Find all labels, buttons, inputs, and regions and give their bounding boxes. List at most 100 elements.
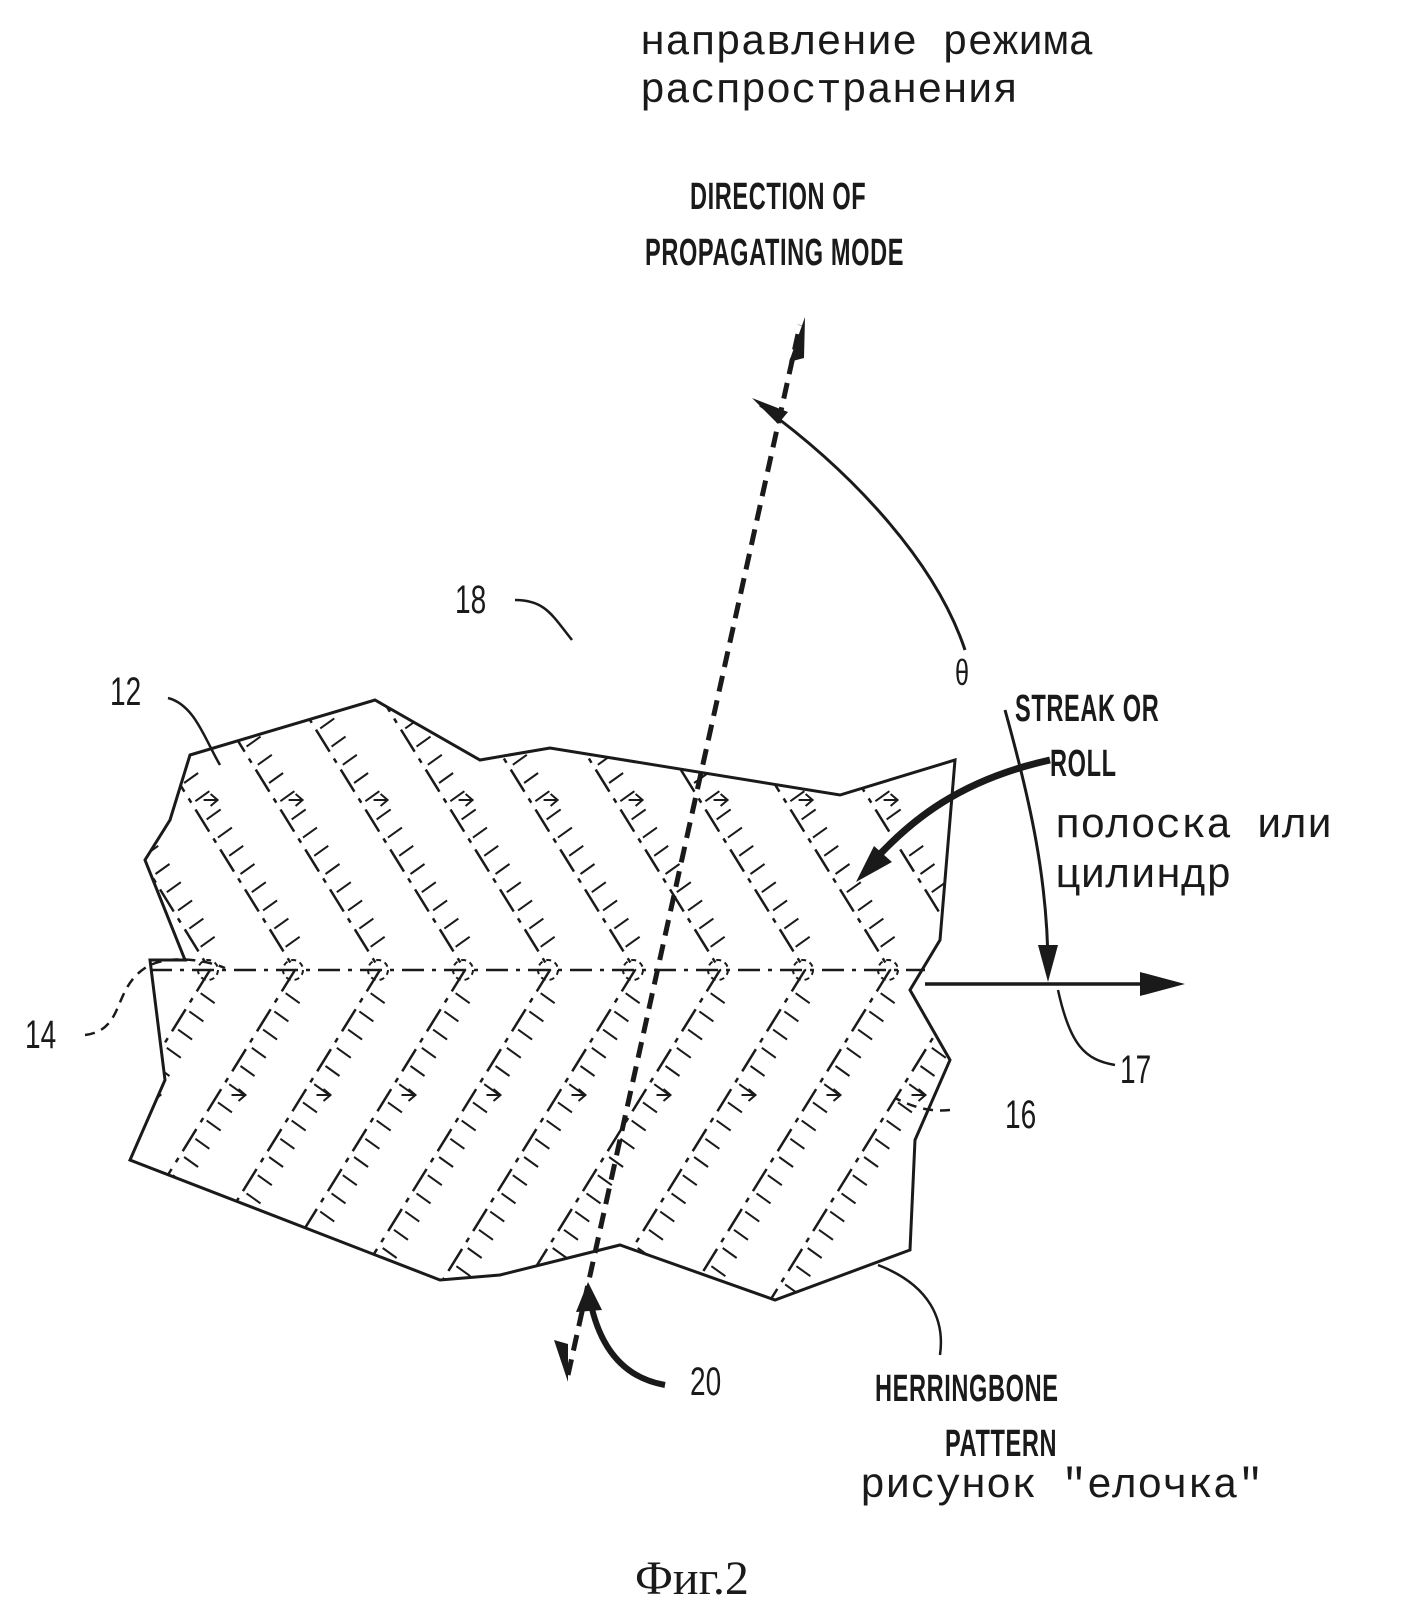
streak-tick [110,1139,124,1149]
streak-tick [0,737,6,747]
streak-tick [727,1101,743,1114]
streak-tick [189,1283,205,1296]
streak-tick [31,664,45,674]
streak-tick [88,755,102,765]
streak-tick [251,1046,267,1059]
streak-tick [291,1119,307,1132]
streak-tick [377,536,391,546]
streak-tick [494,863,511,875]
streak-tick [409,863,426,875]
streak-tick [383,682,397,692]
streak-tick [411,591,425,601]
streak-tick [185,1430,199,1440]
streak-tick [349,1303,363,1313]
streak-tick [444,1283,460,1296]
chevron-line [396,700,722,1300]
streak-tick [174,482,188,492]
streak-tick [297,1247,313,1259]
streak-tick [285,935,301,948]
streak-tick [468,682,482,692]
streak-tick [676,881,692,894]
streak-tick [200,1265,216,1278]
leader-14 [84,958,226,1037]
figure-caption: Фиг.2 [635,1552,749,1605]
streak-tick [778,1156,794,1168]
streak-tick [273,917,289,930]
streak-tick [528,1010,544,1023]
streak-tick [389,555,403,565]
flow-arrow-icon [798,793,815,807]
streak-tick [540,935,556,948]
streak-tick [523,1156,539,1168]
streak-tick [666,591,680,601]
chevron-line [311,700,637,1300]
streak-tick [143,1083,159,1096]
streak-tick [156,1339,170,1349]
streak-tick [270,500,284,510]
streak-tick [207,536,221,546]
streak-tick [534,790,550,803]
flow-arrow-icon [571,1088,588,1102]
streak-tick [687,1028,703,1041]
streak-tick [336,1046,352,1059]
streak-tick [546,808,562,821]
streak-tick [37,536,51,546]
leader-streak [867,756,1051,868]
streak-tick [355,1430,369,1440]
streak-tick [733,1228,749,1241]
flow-arrow-icon [316,1088,333,1102]
streak-tick [631,1119,647,1132]
streak-tick [393,1228,409,1241]
streak-tick [574,1210,590,1223]
streak-tick [302,1101,318,1114]
streak-tick [682,1174,698,1187]
streak-tick [168,1321,182,1331]
streak-tick [704,1137,720,1150]
streak-tick [585,735,602,748]
streak-tick [239,1065,256,1077]
streak-tick [110,791,124,801]
streak-tick [602,899,618,912]
streak-tick [82,1048,96,1058]
streak-tick [682,753,698,766]
streak-tick [541,664,555,674]
streak-tick [455,935,471,948]
streak-tick [908,1083,924,1096]
streak-tick [313,1083,329,1096]
flow-arrow-icon [741,1088,758,1102]
streak-tick [421,881,437,894]
streak-tick [77,1193,91,1203]
streak-tick [568,1083,584,1096]
reference-axis [925,972,1185,996]
chevron-line [481,700,807,1300]
streak-tick [219,555,233,565]
streak-tick [653,844,669,857]
streak-tick [234,717,250,730]
streak-tick [49,555,63,565]
streak-tick [427,753,443,766]
streak-tick [581,1339,595,1349]
streak-tick [599,1448,613,1458]
streak-tick [353,1156,369,1168]
flow-arrow-icon [373,793,390,807]
streak-tick [239,863,256,875]
streak-tick [324,1065,341,1077]
streak-tick [342,1174,358,1187]
streak-tick [330,1192,347,1205]
streak-tick [332,464,346,474]
streak-tick [619,790,635,803]
streak-tick [767,753,783,766]
streak-tick [273,1010,289,1023]
streak-tick [723,682,737,692]
streak-tick [818,700,834,712]
streak-tick [523,772,539,784]
streak-tick [638,682,652,692]
streak-tick [579,1065,596,1077]
streak-tick [778,772,794,784]
ref-14: 14 [25,1013,57,1057]
streak-tick [104,919,118,929]
streak-tick [489,717,505,730]
en-direction-line1: DIRECTION OF [690,176,867,218]
streak-tick [519,627,533,637]
streak-tick [100,1430,114,1440]
